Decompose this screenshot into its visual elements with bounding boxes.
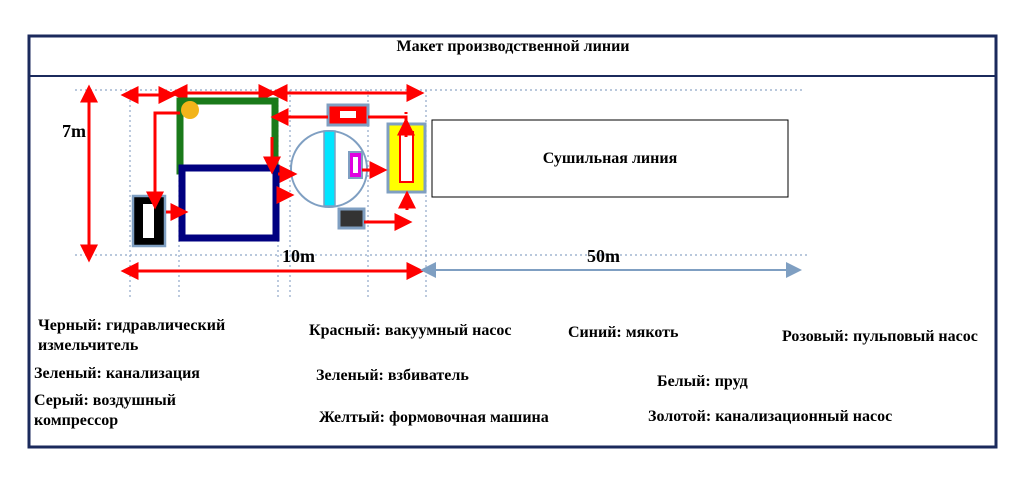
- legend-gray: Серый: воздушный компрессор: [34, 392, 176, 429]
- outer-frame: [27, 34, 998, 449]
- legend-red: Красный: вакуумный насос: [309, 322, 512, 339]
- legend-pink: Розовый: пульповый насос: [782, 328, 978, 345]
- pulp-block: [178, 164, 280, 242]
- drying-line-label: Сушильная линия: [542, 150, 678, 167]
- drying-line-box: [431, 119, 789, 198]
- legend-green-sewer: Зеленый: канализация: [34, 365, 200, 382]
- page-title: Макет производственной линии: [396, 38, 630, 55]
- flow-arrows: [146, 108, 416, 231]
- pulp-pump-inner: [353, 157, 358, 173]
- legend-black: Черный: гидравлический измельчитель: [38, 317, 226, 354]
- legend-white: Белый: пруд: [657, 373, 748, 390]
- width-dimension-label-50m: 50m: [587, 246, 620, 266]
- crusher-inner: [143, 204, 154, 238]
- sewer-pump: [181, 101, 199, 119]
- forming-machine-inner: [399, 131, 414, 183]
- width-dimension-label-10m: 10m: [282, 246, 315, 266]
- height-dimension-label: 7m: [62, 121, 86, 141]
- vacuum-pump-inner: [340, 111, 356, 118]
- legend-blue: Синий: мякоть: [568, 324, 679, 341]
- air-compressor: [337, 207, 366, 230]
- beater-core: [323, 130, 336, 207]
- legend-gold: Золотой: канализационный насос: [648, 408, 893, 425]
- legend-green-beater: Зеленый: взбиватель: [316, 367, 469, 384]
- legend-yellow: Желтый: формовочная машина: [319, 409, 549, 426]
